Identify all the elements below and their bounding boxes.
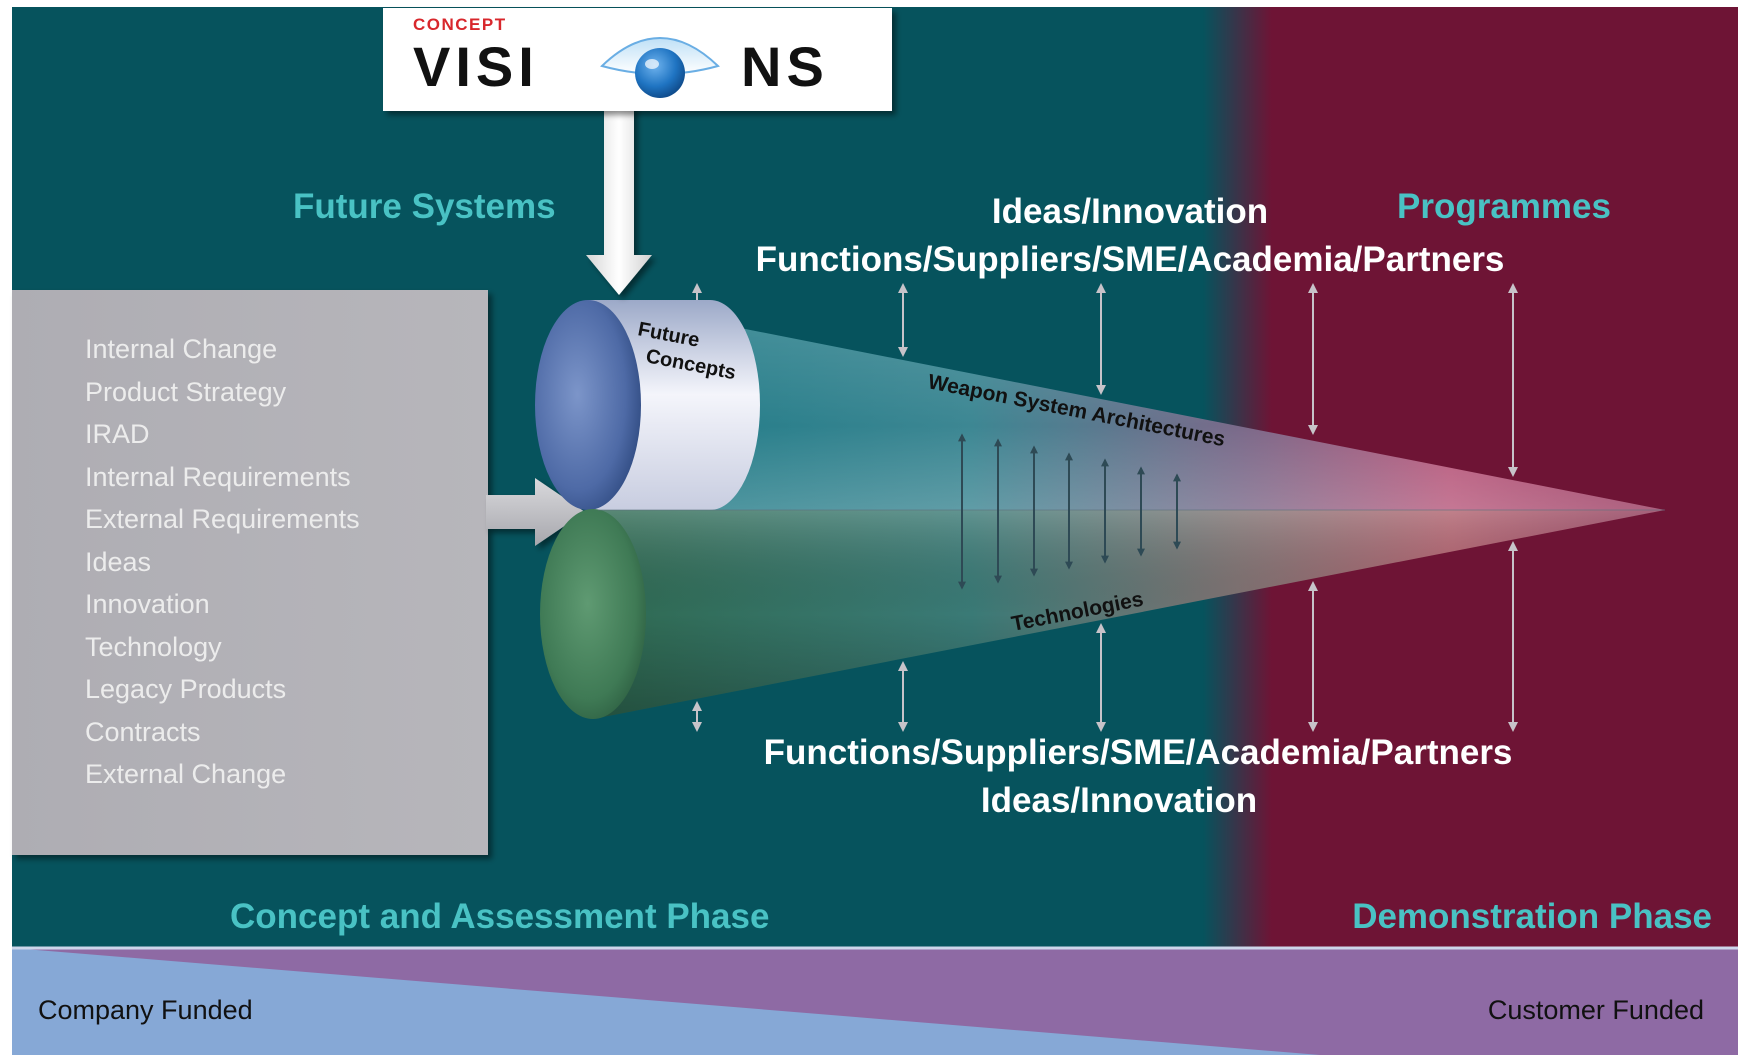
concept-visions-logo: CONCEPT VISI NS	[383, 8, 892, 111]
logo-visi-text: VISI	[413, 35, 539, 98]
lower-cone-end	[540, 509, 646, 719]
logo-down-arrow	[586, 105, 652, 295]
input-item: External Requirements	[85, 504, 360, 534]
funding-band	[12, 946, 1738, 1055]
concept-cone	[535, 300, 1665, 719]
input-arrow	[486, 478, 585, 546]
input-item: Technology	[85, 631, 222, 662]
company-funded-label: Company Funded	[38, 995, 253, 1025]
inner-exchange-arrows	[958, 433, 1181, 590]
logo-ns-text: NS	[741, 35, 829, 98]
input-item: Internal Change	[85, 334, 278, 364]
future-systems-heading: Future Systems	[293, 187, 556, 226]
concept-assessment-phase-label: Concept and Assessment Phase	[230, 897, 770, 936]
top-functions-heading: Functions/Suppliers/SME/Academia/Partner…	[755, 240, 1505, 279]
inputs-panel	[12, 290, 488, 855]
bottom-ideas-heading: Ideas/Innovation	[980, 781, 1258, 820]
input-item: External Change	[85, 759, 287, 789]
input-item: IRAD	[85, 419, 150, 449]
top-ideas-heading: Ideas/Innovation	[991, 192, 1269, 231]
upper-cone-end	[535, 300, 641, 510]
bottom-functions-heading: Functions/Suppliers/SME/Academia/Partner…	[763, 733, 1513, 772]
input-item: Product Strategy	[85, 376, 287, 407]
eye-iris-icon	[635, 48, 685, 98]
exchange-arrows	[692, 283, 1518, 732]
logo-concept-text: CONCEPT	[413, 15, 507, 34]
company-funded-wedge	[12, 948, 1320, 1055]
inputs-list: Internal Change Product Strategy IRAD In…	[85, 328, 360, 796]
input-item: Innovation	[85, 589, 210, 619]
input-item: Legacy Products	[85, 674, 287, 704]
input-item: Ideas	[85, 546, 152, 577]
input-item: Contracts	[85, 716, 201, 747]
customer-funded-label: Customer Funded	[1487, 995, 1704, 1025]
demonstration-phase-label: Demonstration Phase	[1352, 897, 1712, 936]
programmes-heading: Programmes	[1397, 187, 1611, 226]
input-item: Internal Requirements	[85, 461, 351, 492]
